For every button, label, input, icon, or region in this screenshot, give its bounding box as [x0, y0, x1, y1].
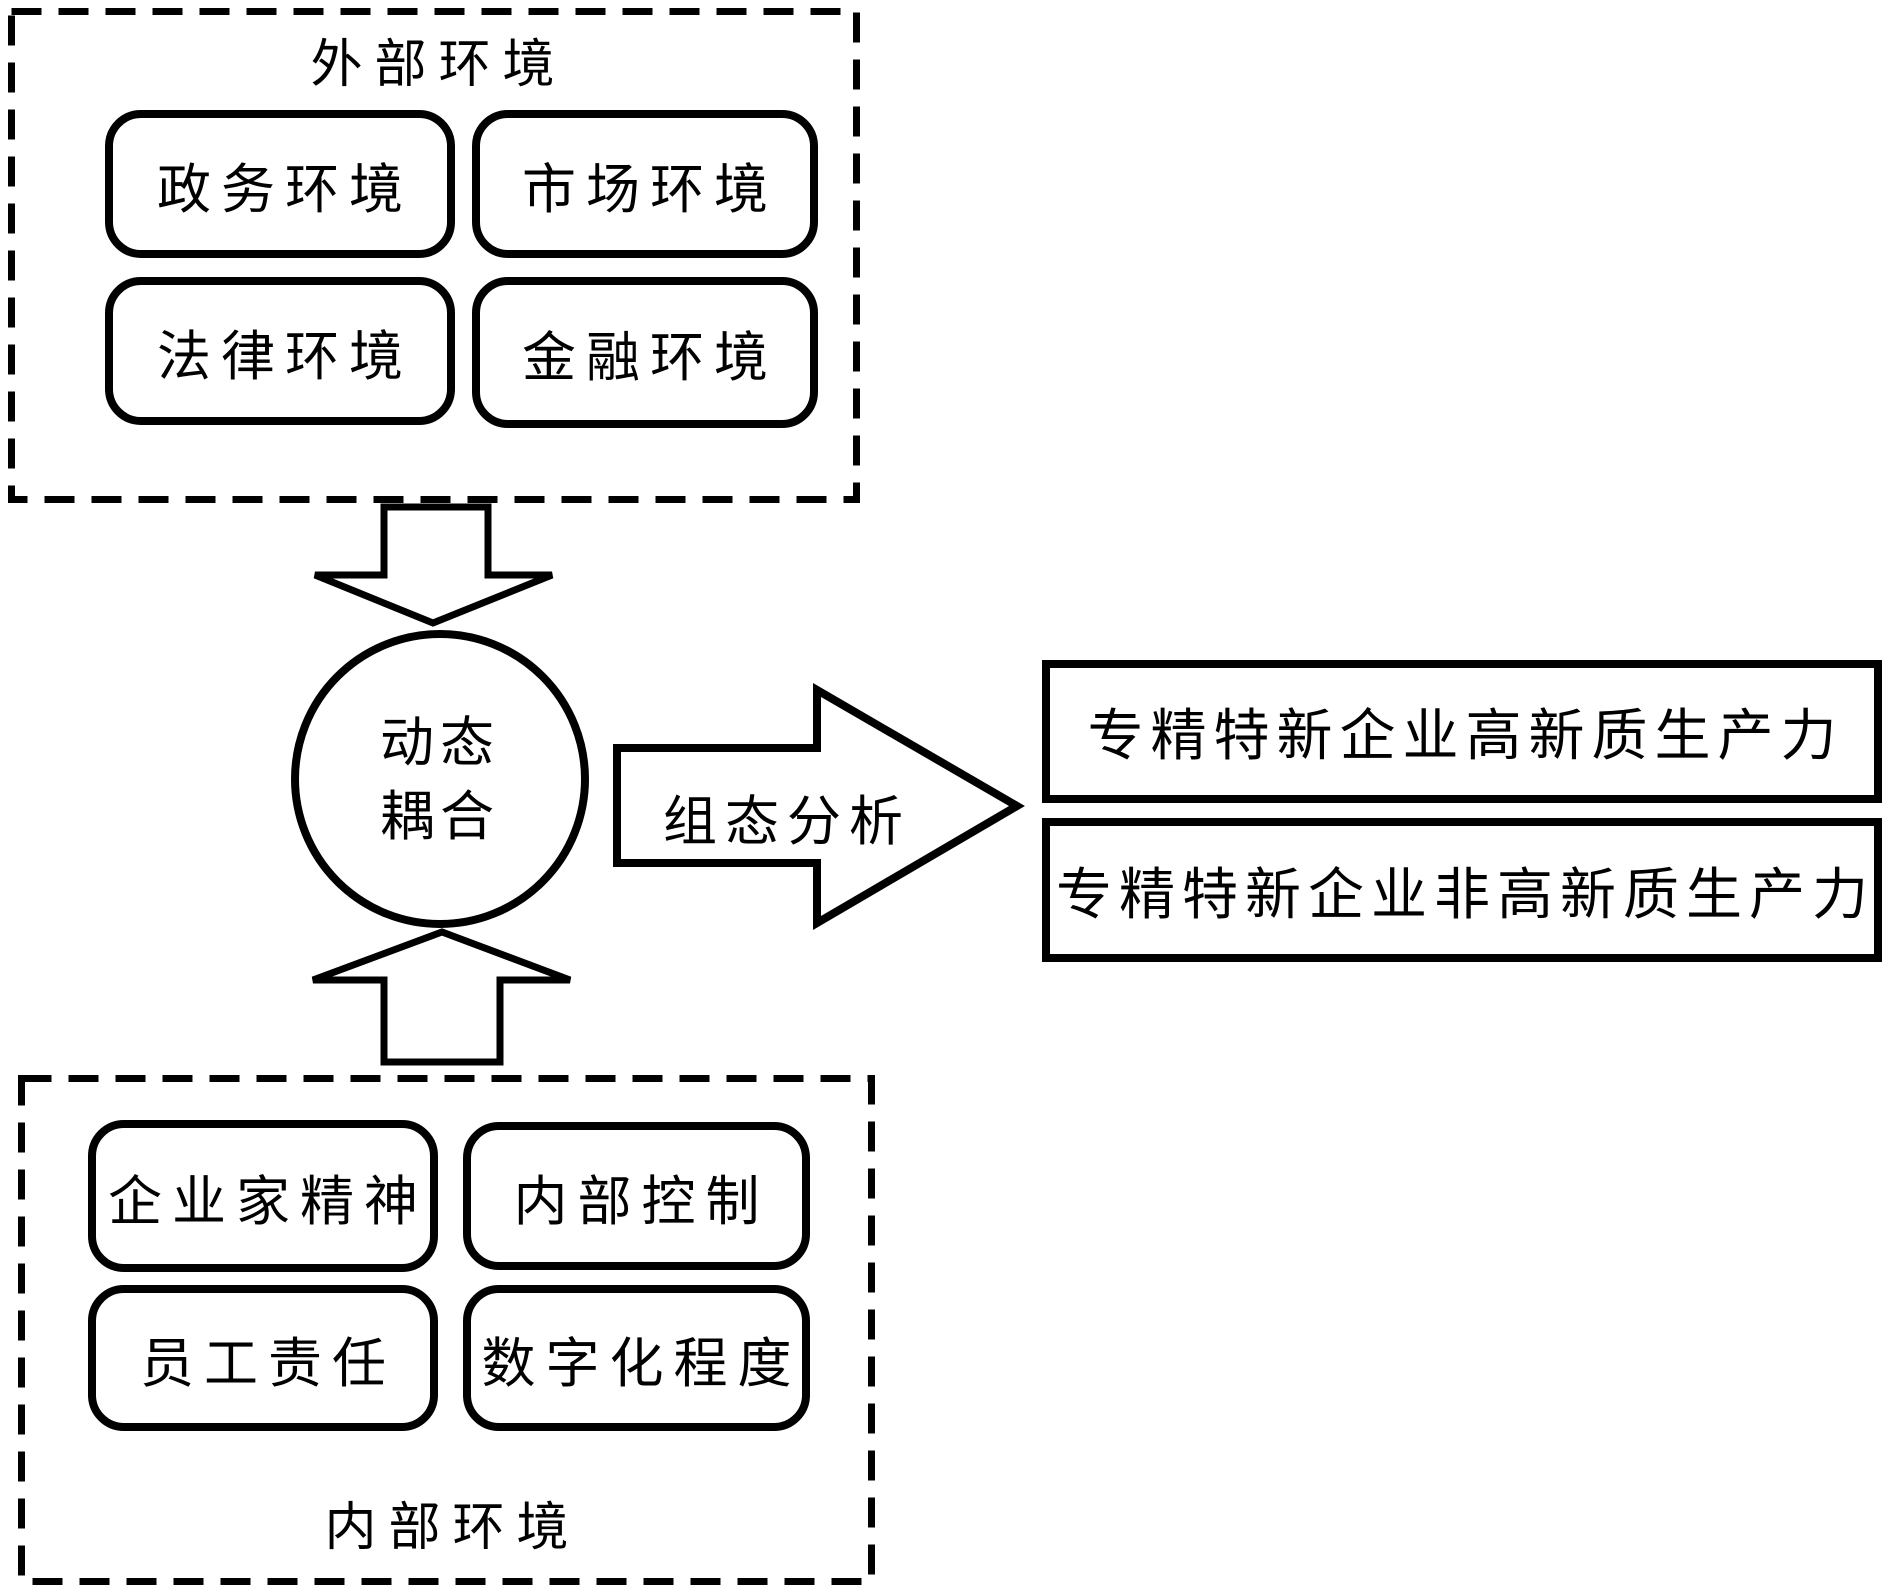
factor-box-market: 市场环境: [472, 110, 818, 258]
right-arrow-icon: [613, 683, 1025, 930]
internal-environment-title: 内部环境: [324, 1500, 581, 1557]
external-environment-group: 外部环境: [8, 8, 857, 503]
factor-box-government: 政务环境: [105, 110, 455, 258]
output-box-high-nqp: 专精特新企业高新质生产力: [1042, 660, 1882, 803]
factor-box-financial: 金融环境: [472, 277, 818, 428]
factor-box-label: 法律环境: [157, 326, 413, 387]
dynamic-coupling-label: 动态 耦合: [290, 706, 590, 854]
factor-box-label: 政务环境: [157, 159, 413, 220]
dynamic-coupling-label-line1: 动态: [380, 713, 500, 773]
internal-environment-group: 内部环境: [18, 1075, 875, 1585]
factor-box-label: 市场环境: [522, 159, 778, 220]
factor-box-label: 数字化程度: [481, 1333, 802, 1394]
output-box-label: 专精特新企业非高新质生产力: [1056, 864, 1875, 927]
dynamic-coupling-label-line2: 耦合: [380, 787, 500, 847]
factor-box-digitalization: 数字化程度: [463, 1285, 810, 1431]
external-environment-title: 外部环境: [310, 37, 567, 94]
external-environment-dashed-border: [8, 8, 860, 503]
output-box-label: 专精特新企业高新质生产力: [1087, 706, 1844, 768]
factor-box-legal: 法律环境: [105, 277, 455, 425]
configuration-analysis-label: 组态分析: [663, 792, 911, 852]
internal-environment-dashed-border: [18, 1075, 875, 1585]
down-arrow-icon: [313, 503, 554, 627]
up-arrow-icon: [311, 928, 572, 1066]
factor-box-internal-control: 内部控制: [463, 1122, 810, 1270]
factor-box-employee-responsibility: 员工责任: [88, 1285, 438, 1431]
output-box-non-high-nqp: 专精特新企业非高新质生产力: [1042, 818, 1882, 962]
factor-box-label: 金融环境: [522, 328, 778, 388]
factor-box-label: 企业家精神: [108, 1171, 428, 1232]
factor-box-label: 内部控制: [513, 1171, 770, 1232]
factor-box-entrepreneurship: 企业家精神: [88, 1120, 438, 1272]
dynamic-coupling-circle: [291, 630, 589, 928]
factor-box-label: 员工责任: [140, 1333, 396, 1394]
